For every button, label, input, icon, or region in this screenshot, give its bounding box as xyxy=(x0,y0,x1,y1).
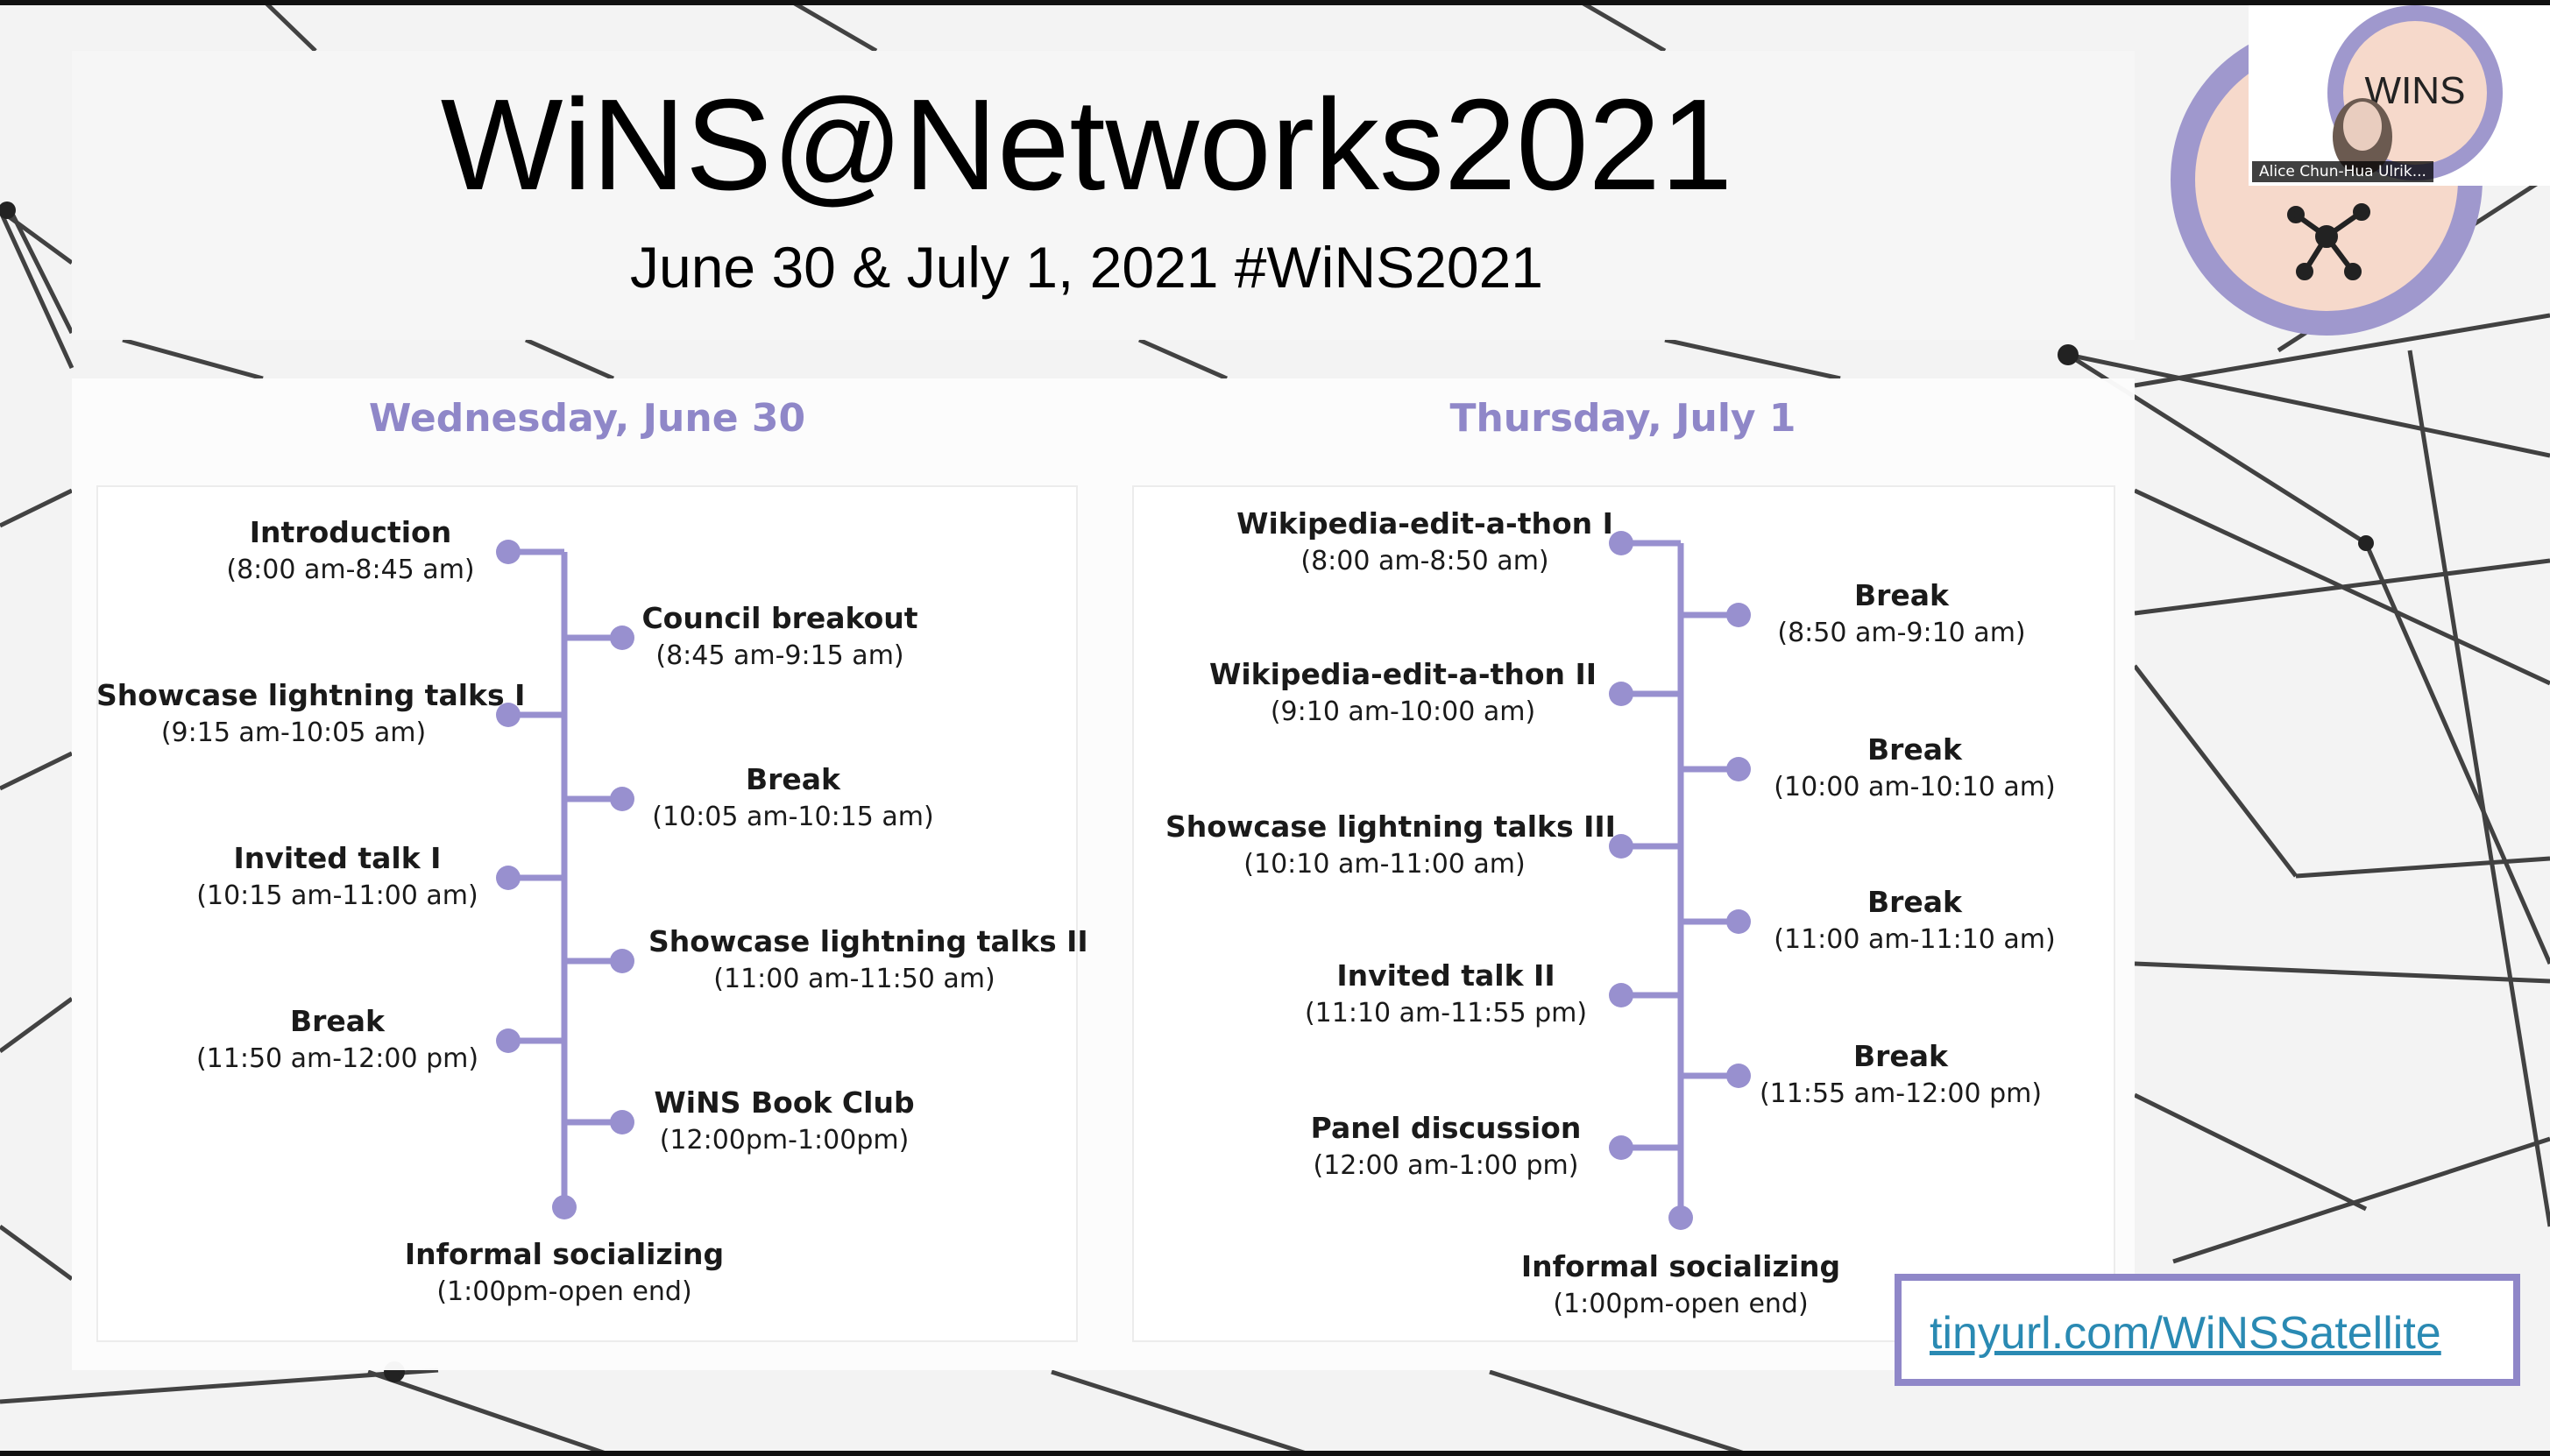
event-time: (11:00 am-11:50 am) xyxy=(713,963,995,994)
link-box: tinyurl.com/WiNSSatellite xyxy=(1895,1274,2520,1386)
top-border xyxy=(0,0,2550,5)
event-wed-4: Invited talk I (10:15 am-11:00 am) xyxy=(184,839,491,914)
network-icon xyxy=(2287,203,2370,280)
event-time: (11:00 am-11:10 am) xyxy=(1774,923,2056,955)
event-name: Break xyxy=(289,1004,386,1038)
event-wed-0: Introduction (8:00 am-8:45 am) xyxy=(175,513,526,588)
event-thu-7: Break (11:55 am-12:00 pm) xyxy=(1747,1037,2054,1112)
event-name: Informal socializing xyxy=(1520,1249,1841,1283)
event-name: Break xyxy=(745,762,841,796)
event-time: (1:00pm-open end) xyxy=(1553,1288,1809,1319)
event-time: (9:10 am-10:00 am) xyxy=(1270,696,1536,727)
event-name: Council breakout xyxy=(641,601,918,635)
event-thu-2: Wikipedia-edit-a-thon II (9:10 am-10:00 … xyxy=(1197,655,1609,730)
thursday-card xyxy=(1132,485,2115,1342)
event-thu-3: Break (10:00 am-10:10 am) xyxy=(1761,731,2068,805)
day-title-wednesday: Wednesday, June 30 xyxy=(368,396,806,441)
satellite-link[interactable]: tinyurl.com/WiNSSatellite xyxy=(1930,1308,2441,1359)
event-name: Informal socializing xyxy=(404,1237,725,1271)
event-thu-5: Break (11:00 am-11:10 am) xyxy=(1761,883,2068,958)
event-wed-6: Break (11:50 am-12:00 pm) xyxy=(184,1002,491,1077)
bottom-border xyxy=(0,1451,2550,1456)
event-name: Wikipedia-edit-a-thon II xyxy=(1208,657,1597,691)
video-tile[interactable]: WINS xyxy=(2249,5,2550,186)
event-thu-8: Panel discussion (12:00 am-1:00 pm) xyxy=(1297,1109,1595,1184)
event-name: WiNS Book Club xyxy=(654,1085,915,1120)
event-name: Break xyxy=(1866,732,1963,767)
event-time: (1:00pm-open end) xyxy=(436,1276,692,1307)
event-time: (12:00 am-1:00 pm) xyxy=(1313,1149,1579,1181)
slide-subtitle: June 30 & July 1, 2021 #WiNS2021 xyxy=(630,235,1543,300)
event-thu-0: Wikipedia-edit-a-thon I (8:00 am-8:50 am… xyxy=(1223,505,1626,579)
event-thu-1: Break (8:50 am-9:10 am) xyxy=(1753,576,2051,651)
event-name: Invited talk I xyxy=(233,841,442,875)
event-name: Break xyxy=(1866,885,1963,919)
event-name: Introduction xyxy=(249,515,452,549)
event-time: (8:00 am-8:45 am) xyxy=(226,554,475,585)
slide-title: WiNS@Networks2021 xyxy=(440,73,1733,217)
day-title-thursday: Thursday, July 1 xyxy=(1449,396,1796,441)
event-time: (11:55 am-12:00 pm) xyxy=(1759,1078,2043,1109)
event-time: (10:05 am-10:15 am) xyxy=(652,801,934,832)
event-name: Wikipedia-edit-a-thon I xyxy=(1236,506,1613,541)
header-panel xyxy=(72,51,2135,340)
event-name: Break xyxy=(1853,578,1950,612)
event-wed-8: Informal socializing (1:00pm-open end) xyxy=(389,1235,740,1310)
event-time: (9:15 am-10:05 am) xyxy=(160,717,427,748)
event-name: Break xyxy=(1852,1039,1949,1073)
event-name: Panel discussion xyxy=(1310,1111,1582,1145)
event-time: (8:50 am-9:10 am) xyxy=(1777,617,2026,648)
wednesday-card xyxy=(96,485,1078,1342)
logo-text: WINS xyxy=(2365,69,2466,112)
event-thu-6: Invited talk II (11:10 am-11:55 pm) xyxy=(1297,957,1595,1031)
event-time: (8:45 am-9:15 am) xyxy=(655,640,904,671)
event-time: (8:00 am-8:50 am) xyxy=(1300,545,1549,576)
event-wed-3: Break (10:05 am-10:15 am) xyxy=(648,760,938,835)
event-name: Showcase lightning talks I xyxy=(96,678,526,712)
event-wed-7: WiNS Book Club (12:00pm-1:00pm) xyxy=(640,1084,929,1158)
event-time: (10:10 am-11:00 am) xyxy=(1243,848,1526,880)
event-name: Showcase lightning talks II xyxy=(648,924,1088,958)
event-name: Invited talk II xyxy=(1336,958,1555,993)
event-time: (10:15 am-11:00 am) xyxy=(196,880,478,911)
event-time: (10:00 am-10:10 am) xyxy=(1774,771,2056,802)
event-name: Showcase lightning talks III xyxy=(1165,809,1616,844)
event-thu-9: Informal socializing (1:00pm-open end) xyxy=(1505,1247,1856,1322)
event-time: (11:50 am-12:00 pm) xyxy=(195,1043,479,1074)
event-thu-4: Showcase lightning talks III (10:10 am-1… xyxy=(1165,808,1616,882)
event-time: (11:10 am-11:55 pm) xyxy=(1304,997,1588,1028)
participant-name: Alice Chun-Hua Ulrik... xyxy=(2252,161,2433,182)
event-wed-1: Council breakout (8:45 am-9:15 am) xyxy=(631,599,929,674)
event-wed-5: Showcase lightning talks II (11:00 am-11… xyxy=(648,922,1088,997)
event-time: (12:00pm-1:00pm) xyxy=(659,1124,910,1156)
video-logo-thumbnail: WINS xyxy=(2327,5,2503,180)
event-wed-2: Showcase lightning talks I (9:15 am-10:0… xyxy=(96,676,526,751)
